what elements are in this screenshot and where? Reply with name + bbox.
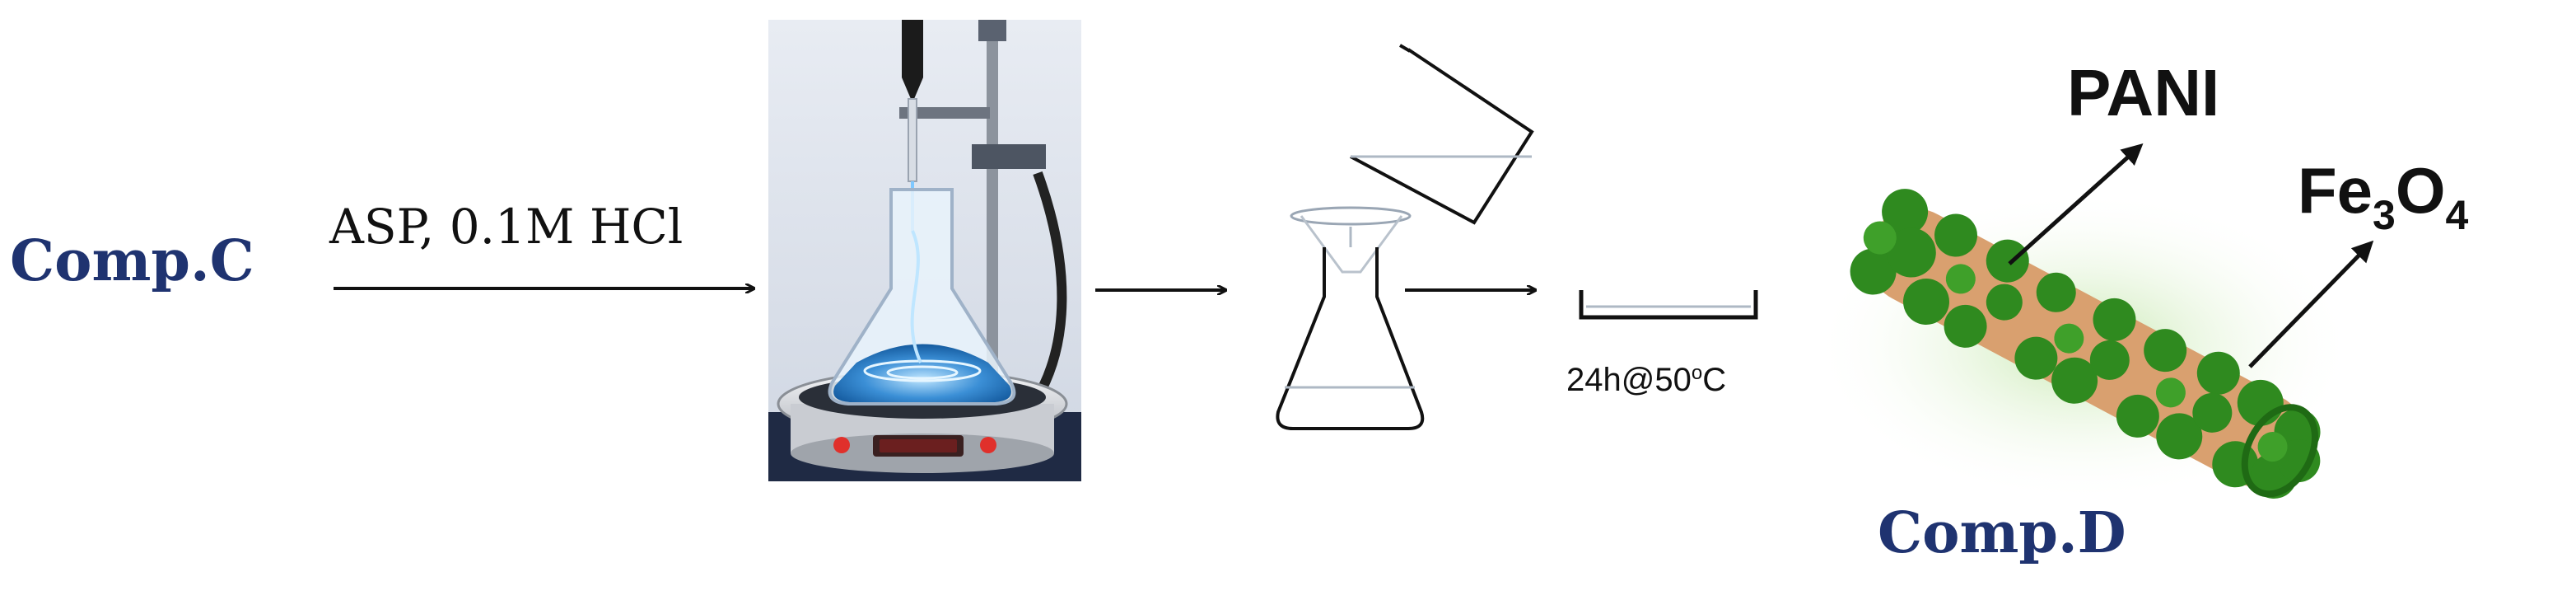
filtration-flask-icon	[1276, 206, 1425, 430]
product-label: Comp.D	[1878, 500, 2126, 566]
pani-pointer-arrow	[2008, 143, 2144, 265]
drying-dish-icon	[1579, 290, 1758, 320]
magnetic-stirrer-flask-icon	[768, 20, 1081, 481]
drying-condition-label: 24h@50oC	[1566, 362, 1726, 398]
nanocomposite-rod-icon	[1812, 189, 2355, 503]
reagent-label: ASP, 0.1M HCl	[329, 199, 683, 255]
fe3o4-pointer-arrow	[2248, 240, 2374, 368]
reactant-label: Comp.C	[10, 228, 254, 294]
fe3o4-label: Fe3O4	[2298, 154, 2469, 238]
pouring-beaker-icon	[1350, 44, 1534, 225]
pani-label: PANI	[2067, 56, 2219, 129]
